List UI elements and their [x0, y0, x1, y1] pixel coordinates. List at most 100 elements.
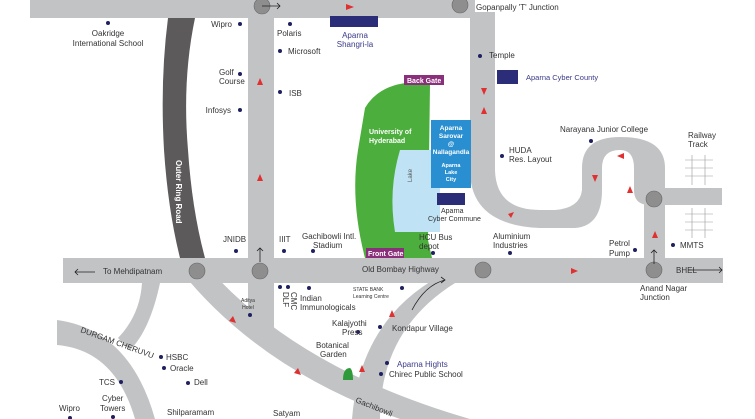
landmark-label: Stadium [313, 241, 343, 250]
gopanpally-junction-label: Gopanpally 'T' Junction [476, 3, 559, 12]
landmark-label: Res. Layout [509, 155, 552, 164]
direction-arrow-icon [592, 175, 598, 182]
landmark-label: Wipro [211, 20, 232, 29]
landmark-label: Microsoft [288, 47, 321, 56]
landmark-label: IIIT [279, 235, 291, 244]
landmark-label: ISB [289, 89, 302, 98]
front-gate-label: Front Gate [368, 251, 403, 258]
kondapur-road [352, 276, 455, 419]
junction-circle [251, 262, 269, 280]
shangrila-label: Aparna [342, 31, 368, 40]
lake-label: Lake [408, 168, 414, 182]
direction-arrow-icon [481, 88, 487, 95]
landmark-label: Narayana Junior College [560, 125, 649, 134]
lake-city-label: City [446, 177, 457, 183]
railway-track-label: Railway [688, 131, 716, 140]
landmark-label: Wipro [59, 404, 80, 413]
landmark-label: HSBC [166, 353, 188, 362]
landmark-label: HUDA [509, 146, 532, 155]
landmark-label: STATE BANK [353, 287, 384, 293]
landmark-label: Immunologicals [300, 303, 356, 312]
landmark-label: Towers [100, 404, 125, 413]
direction-arrow-icon [346, 4, 354, 10]
landmark-label: Aditya [241, 298, 255, 304]
anand-nagar-label: Junction [640, 293, 670, 302]
junction-circle [474, 261, 492, 279]
shangrila-label: Shangri-la [337, 40, 374, 49]
direction-arrows [229, 4, 658, 375]
landmark-label: Cyber [102, 394, 124, 403]
landmark-label: Aluminium [493, 232, 531, 241]
old-bombay-highway [63, 258, 723, 283]
shangrila-block[interactable] [330, 16, 378, 27]
landmark-label: Chirec Public School [389, 370, 463, 379]
front-gate-badge[interactable] [366, 248, 404, 258]
back-gate-badge[interactable] [404, 75, 444, 85]
old-bombay-highway-label: Old Bombay Highway [362, 265, 439, 274]
right-u-road [470, 12, 722, 228]
direction-arrow-icon [627, 186, 633, 193]
landmark-label: Shilparamam [167, 408, 214, 417]
aparna-sarovar-block[interactable] [431, 120, 471, 188]
cyber-commune-block[interactable] [437, 193, 465, 205]
direction-arrow-icon [652, 231, 658, 238]
gachibowli-road [180, 270, 470, 419]
roads [30, 0, 723, 419]
cyber-commune-label: Aparna [441, 208, 464, 215]
junction-circle [451, 0, 469, 14]
landmark-label: Industries [493, 241, 528, 250]
landmark-label: depot [419, 242, 440, 251]
bhel-label: BHEL [676, 266, 697, 275]
lake-city-label: Lake [445, 170, 458, 176]
landmark-label: Kondapur Village [392, 324, 453, 333]
lake [392, 150, 440, 232]
lake-city-label: Aparna [442, 163, 462, 169]
railway-track-label: Track [688, 140, 709, 149]
landmark-label: Gachibowli Intl. [302, 232, 356, 241]
landmark-label: TCS [99, 378, 115, 387]
direction-arrow-icon [257, 174, 263, 181]
direction-arrow-icon [229, 316, 236, 323]
anand-nagar-label: Anand Nagar [640, 284, 687, 293]
landmark-label: Botanical [316, 341, 349, 350]
junction-circle [645, 190, 663, 208]
direction-arrow-icon [257, 78, 263, 85]
landmarks: Oakridge International School Wipro Pola… [59, 20, 704, 419]
landmark-label: Satyam [273, 409, 300, 418]
landmark-label: International School [73, 39, 144, 48]
landmark-label: Indian [300, 294, 322, 303]
direction-arrow-icon [481, 107, 487, 114]
landmark-label: Course [219, 77, 245, 86]
railway-track [685, 155, 713, 238]
landmark-label: Infosys [206, 106, 231, 115]
landmark-label: Press [342, 328, 362, 337]
junctions [188, 0, 663, 280]
landmark-label: Kalajyothi [332, 319, 367, 328]
landmark-label: JNIDB [223, 235, 246, 244]
anand-nagar-road [644, 190, 665, 270]
cyber-county-block[interactable] [497, 70, 518, 84]
university-label: University of [369, 129, 412, 136]
durgam-cheruvu-road [57, 320, 155, 419]
direction-arrow-icon [508, 212, 514, 218]
landmark-label: Oracle [170, 364, 194, 373]
landmark-label: Hotel [242, 305, 254, 311]
landmark-label: HCU Bus [419, 233, 452, 242]
direction-arrow-icon [571, 268, 578, 274]
cyber-commune-label: Cyber Commune [428, 216, 481, 223]
sarovar-label: @ [448, 141, 454, 148]
university-label-2: Hyderabad [369, 138, 405, 145]
landmark-label: Garden [320, 350, 347, 359]
landmark-label: Pump [609, 249, 630, 258]
back-gate-label: Back Gate [407, 78, 441, 85]
landmark-label: Learning Centre [353, 294, 389, 300]
left-branch-road [118, 283, 160, 350]
outer-ring-road [162, 18, 205, 258]
junction-circle [645, 261, 663, 279]
junction-circle [188, 262, 206, 280]
landmark-label: DLF [281, 292, 290, 307]
direction-arrow-icon [359, 365, 365, 372]
vertical-road-wipro [248, 0, 274, 335]
landmark-label: Petrol [609, 239, 630, 248]
